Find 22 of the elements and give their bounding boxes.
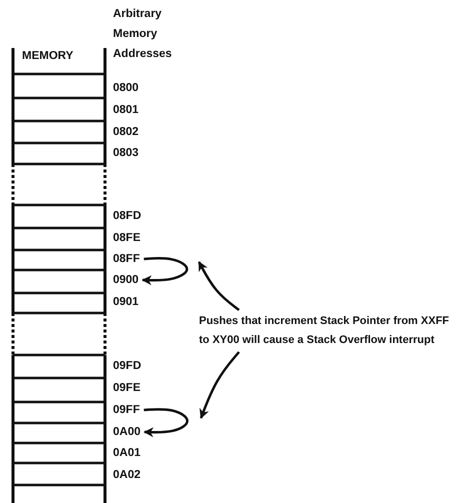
address-label: 08FE [113, 231, 140, 246]
leader-arrow [200, 351, 240, 419]
address-label: 09FD [113, 359, 142, 374]
address-label: 0901 [113, 295, 139, 310]
address-label: 08FF [113, 249, 140, 269]
curved-arrow [142, 257, 188, 286]
address-label: 08FD [113, 209, 142, 224]
address-label: 0803 [113, 146, 139, 161]
address-label: 0801 [113, 103, 139, 118]
annotation-text: Pushes that increment Stack Pointer from XXFF to XY00 will cause a Stack Overflow interrupt [199, 312, 453, 350]
address-label: 0802 [113, 125, 139, 140]
address-label: 0900 [113, 270, 139, 290]
leader-arrow [198, 261, 240, 311]
curved-arrow [144, 408, 189, 438]
address-label: 09FF [113, 400, 140, 420]
column-heading: Arbitrary Memory Addresses [113, 7, 173, 62]
address-label: 0A01 [113, 446, 140, 461]
address-label: 0A00 [113, 422, 140, 442]
column-heading: MEMORY [22, 49, 74, 64]
address-label: 09FE [113, 381, 140, 396]
address-label: 0800 [113, 81, 139, 96]
address-label: 0A02 [113, 468, 140, 483]
